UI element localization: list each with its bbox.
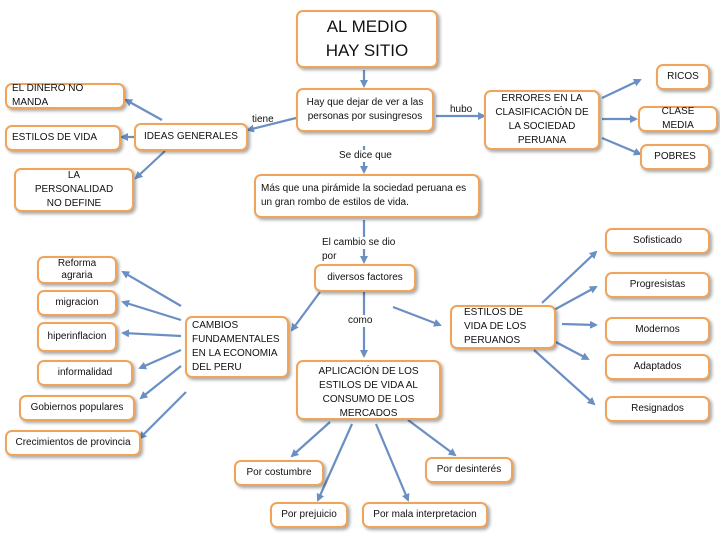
ideas-generales-node: IDEAS GENERALES <box>134 123 248 151</box>
clase-media-node: CLASE MEDIA <box>638 106 718 132</box>
arrow-estilos-sofisticado <box>541 250 598 304</box>
arrow-errores-ricos <box>601 78 642 99</box>
ricos-node: RICOS <box>656 64 710 90</box>
label-cambio-se-dio: El cambio se dio <box>320 237 398 249</box>
estilos-peruanos-node: ESTILOS DE VIDA DE LOS PERUANOS <box>450 305 556 349</box>
crecimientos-provincia-node: Crecimientos de provincia <box>5 430 141 456</box>
arrow-ideas-dinero <box>124 99 163 121</box>
modernos-node: Modernos <box>605 317 710 343</box>
arrow-estilos-resignados <box>533 349 596 406</box>
label-como: como <box>346 315 375 327</box>
dinero-no-manda-node: EL DINERO NO MANDA <box>5 83 125 109</box>
progresistas-node: Progresistas <box>605 272 710 298</box>
arrow-estilos-progresistas <box>551 286 598 312</box>
arrow-cambios-informalidad <box>138 348 182 370</box>
title-node: AL MEDIO HAY SITIO <box>296 10 438 68</box>
informalidad-node: informalidad <box>37 360 133 386</box>
arrow-central-ideas <box>246 116 297 133</box>
por-desinteres-node: Por desinterés <box>425 457 513 483</box>
por-mala-interpretacion-node: Por mala interpretacion <box>362 502 488 528</box>
arrow-cambios-migracion <box>121 299 182 322</box>
hiperinflacion-node: hiperinflacion <box>37 322 117 352</box>
arrow-errores-pobres <box>601 136 642 156</box>
diversos-factores-node: diversos factores <box>314 264 416 292</box>
estilos-de-vida-node: ESTILOS DE VIDA <box>5 125 121 151</box>
arrow-estilos-adaptados <box>551 339 590 360</box>
central-idea-node: Hay que dejar de ver a las personas por … <box>296 88 434 132</box>
reforma-agraria-node: Reforma agraria <box>37 256 117 284</box>
arrow-ideas-personalidad <box>134 150 166 180</box>
arrow-factores-estilos <box>392 305 442 327</box>
label-se-dice-que: Se dice que <box>337 150 394 162</box>
arrow-factores-cambios <box>290 291 321 332</box>
arrow-cambios-crecimientos <box>138 391 187 440</box>
piramide-rombo-node: Más que una pirámide la sociedad peruana… <box>254 174 480 218</box>
arrow-aplicacion-mala <box>374 423 410 502</box>
cambios-economia-node: CAMBIOS FUNDAMENTALES EN LA ECONOMIA DEL… <box>185 316 289 378</box>
label-tiene: tiene <box>252 114 274 125</box>
errores-clasificacion-node: ERRORES EN LA CLASIFICACIÓN DE LA SOCIED… <box>484 90 600 150</box>
aplicacion-consumo-node: APLICACIÓN DE LOS ESTILOS DE VIDA AL CON… <box>296 360 441 420</box>
arrow-estilos-modernos <box>561 320 598 329</box>
resignados-node: Resignados <box>605 396 710 422</box>
adaptados-node: Adaptados <box>605 354 710 380</box>
personalidad-node: LA PERSONALIDAD NO DEFINE <box>14 168 134 212</box>
gobiernos-populares-node: Gobiernos populares <box>19 395 135 421</box>
por-costumbre-node: Por costumbre <box>234 460 324 486</box>
arrow-aplicacion-prejuicio <box>316 423 354 502</box>
arrow-aplicacion-desinteres <box>407 419 457 457</box>
migracion-node: migracion <box>37 290 117 316</box>
por-prejuicio-node: Por prejuicio <box>270 502 348 528</box>
arrow-cambios-hiperinflacion <box>121 329 182 338</box>
sofisticado-node: Sofisticado <box>605 228 710 254</box>
pobres-node: POBRES <box>640 144 710 170</box>
label-por: por <box>320 251 339 263</box>
label-hubo: hubo <box>450 104 473 115</box>
arrow-aplicacion-costumbre <box>290 421 331 458</box>
arrow-cambios-reforma <box>121 270 182 307</box>
arrow-cambios-gobiernos <box>139 365 182 400</box>
